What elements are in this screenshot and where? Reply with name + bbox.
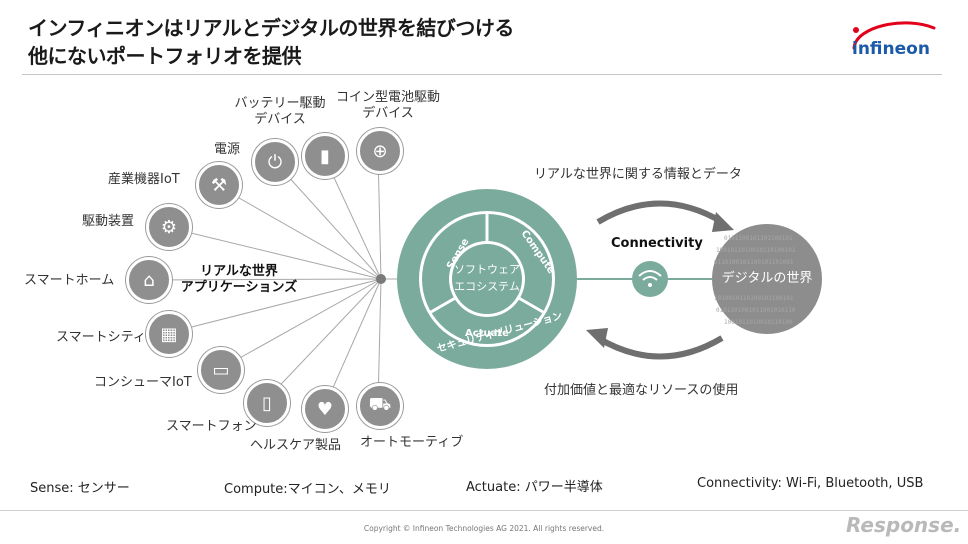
title-line-2: 他にないポートフォリオを提供	[28, 44, 301, 68]
response-watermark: Response.	[846, 513, 962, 537]
ecosystem-center-line1: ソフトウェア	[454, 263, 520, 276]
car-icon: ⛟	[357, 383, 403, 429]
label-coin-cell-device: コイン型電池駆動 デバイス	[330, 90, 446, 122]
house-icon: ⌂	[126, 257, 172, 303]
smartphone-icon: ▯	[244, 380, 290, 426]
hub-dot	[376, 274, 386, 284]
label-battery-device: バッテリー駆動 デバイス	[230, 96, 330, 128]
bottom-arrow	[596, 335, 724, 360]
svg-text:0101101001011001010110: 0101101001011001010110	[716, 307, 796, 314]
tv-icon: ▭	[198, 347, 244, 393]
ecosystem-center-line2: エコシステム	[454, 280, 520, 293]
ecosystem-dividers	[430, 214, 544, 314]
legend-connectivity-key: Connectivity:	[697, 476, 782, 491]
logo-text: infineon	[852, 39, 930, 59]
coin-cell-icon: ⊕	[357, 128, 403, 174]
real-world-applications-label: リアルな世界 アプリケーションズ	[180, 264, 298, 296]
infineon-logo: infineon	[852, 21, 936, 59]
robot-arm-icon: ⚒	[196, 162, 242, 208]
label-coin-line2: デバイス	[362, 106, 414, 121]
legend-compute: Compute:マイコン、メモリ	[224, 478, 391, 497]
battery-icon: ▮	[302, 133, 348, 179]
legend-compute-key: Compute:	[224, 482, 288, 497]
actuate-label: Actuate	[465, 328, 509, 339]
svg-text:1001011010010110100: 1001011010010110100	[724, 319, 793, 326]
copyright-text: Copyright © Infineon Technologies AG 202…	[363, 524, 605, 533]
label-drive: 駆動装置	[82, 214, 135, 229]
header-divider	[22, 74, 942, 75]
top-arrow	[596, 200, 724, 225]
buildings-icon: ▦	[146, 311, 192, 357]
legend-connectivity-value: Wi-Fi, Bluetooth, USB	[781, 476, 924, 491]
label-consumer-iot: コンシューマIoT	[94, 375, 192, 390]
bottom-arrow-text: 付加価値と最適なリソースの使用	[544, 383, 739, 398]
wifi-circle	[632, 261, 668, 297]
binary-pattern: 0101100101101100101 10010110100101101001…	[714, 235, 796, 326]
title-line-1: インフィニオンはリアルとデジタルの世界を結びつける	[28, 16, 514, 40]
ecosystem-core	[452, 244, 522, 314]
svg-text:0110100101100101101001: 0110100101100101101001	[714, 259, 794, 266]
top-arrow-text: リアルな世界に関する情報とデータ	[534, 167, 742, 182]
label-healthcare: ヘルスケア製品	[250, 438, 342, 453]
label-automotive: オートモーティブ	[360, 435, 464, 450]
legend-actuate-key: Actuate:	[466, 480, 521, 495]
real-world-line1: リアルな世界	[200, 264, 278, 279]
legend-sense-value: センサー	[73, 481, 130, 496]
digital-world-circle	[712, 224, 822, 334]
page-title: インフィニオンはリアルとデジタルの世界を結びつける 他にないポートフォリオを提供	[28, 14, 514, 70]
legend-sense: Sense: センサー	[30, 477, 130, 496]
svg-text:1001011010010110100101: 1001011010010110100101	[716, 247, 796, 254]
heart-pulse-icon: ♥	[302, 386, 348, 432]
power-plug-icon: ⏻	[252, 139, 298, 185]
connectivity-label: Connectivity	[611, 236, 703, 251]
label-battery-line1: バッテリー駆動	[234, 96, 326, 111]
legend-actuate: Actuate: パワー半導体	[466, 476, 603, 495]
svg-text:0101100101101100101: 0101100101101100101	[724, 235, 793, 242]
label-coin-line1: コイン型電池駆動	[335, 90, 440, 105]
legend-connectivity: Connectivity: Wi-Fi, Bluetooth, USB	[697, 476, 923, 491]
digital-world-label: デジタルの世界	[721, 271, 813, 286]
label-smart-home: スマートホーム	[24, 273, 115, 288]
footer-divider	[0, 510, 968, 511]
label-industrial-iot: 産業機器IoT	[108, 172, 180, 187]
legend-sense-key: Sense:	[30, 481, 74, 496]
label-battery-line2: デバイス	[254, 112, 306, 127]
legend-compute-value: マイコン、メモリ	[287, 482, 391, 497]
label-power: 電源	[214, 142, 241, 157]
label-smartphone: スマートフォン	[166, 419, 257, 434]
real-world-line2: アプリケーションズ	[180, 280, 298, 295]
legend-actuate-value: パワー半導体	[520, 480, 603, 495]
motor-icon: ⚙	[146, 204, 192, 250]
svg-text:1010010110100101100101: 1010010110100101100101	[714, 295, 794, 302]
wifi-icon	[638, 270, 662, 281]
label-smart-city: スマートシティ	[56, 330, 146, 345]
